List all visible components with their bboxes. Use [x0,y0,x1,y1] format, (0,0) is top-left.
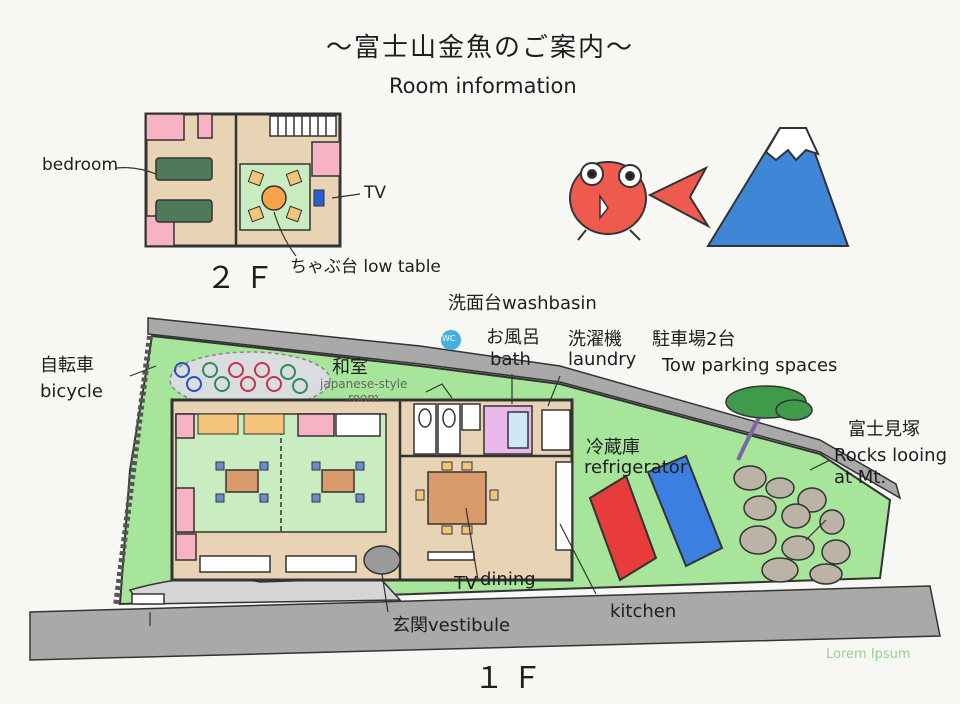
bathtub [507,411,529,449]
label-tv-2f: TV [364,183,387,203]
goldfish-illustration [569,161,711,241]
label-bedroom: bedroom [42,155,119,175]
label-laundry-en: laundry [568,349,637,370]
bedroom-futons [155,157,213,223]
label-fridge-jp: 冷蔵庫 [586,437,640,458]
low-table-2f [261,185,287,211]
stone-wall [113,335,153,607]
label-washitsu-en-1: japanese-style [320,377,408,391]
label-washitsu-jp: 和室 [332,357,368,378]
tv-2f [313,189,325,207]
label-vestibule: 玄関vestibule [392,615,511,636]
title-japanese: 〜富士山金魚のご案内〜 [326,33,635,63]
zabuton-cushions [247,169,303,223]
stairs-2f [269,115,337,137]
label-washbasin: 洗面台washbasin [448,293,597,314]
mount-fuji-illustration [706,127,850,247]
label-rocks-en-2: at Mt. [834,467,887,488]
watermark: Lorem Ipsum [826,647,911,662]
label-bath-jp: お風呂 [486,327,540,348]
label-wc: WC [442,334,456,343]
label-low-table: ちゃぶ台 low table [290,257,441,277]
title-english: Room information [389,74,577,98]
floor-label-2f: ２Ｆ [206,261,282,296]
label-fridge-en: refrigerator [584,457,688,478]
bicycles [174,362,308,394]
label-parking-en: Tow parking spaces [662,355,838,376]
rock-mound [733,465,851,585]
label-laundry-jp: 洗濯機 [568,329,622,350]
label-bicycle-jp: 自転車 [40,355,94,376]
pine-tree [725,385,813,461]
tv-1f [427,551,475,561]
label-kitchen: kitchen [610,601,677,622]
label-bath-en: bath [490,349,531,370]
vestibule-stones [363,545,401,575]
label-dining: dining [480,569,536,590]
washing-machine [541,409,571,451]
floor-label-1f: １Ｆ [474,661,550,696]
label-washitsu-en-2: room [348,391,380,405]
label-tv-1f: TV [454,573,478,594]
road-top [147,317,902,500]
wc-icon [441,330,461,350]
parked-cars [588,454,724,582]
gate-marker [131,593,165,605]
label-bicycle-en: bicycle [40,381,103,402]
washitsu-tables [225,469,355,493]
label-parking-jp: 駐車場2台 [652,329,736,350]
kitchen-counter [555,461,573,551]
road-bottom [29,585,941,661]
second-floor-plan [115,112,361,257]
label-rocks-jp: 富士見塚 [848,419,920,440]
label-rocks-en-1: Rocks looing [834,445,947,466]
dining-table [427,471,487,525]
toilets [413,403,481,455]
